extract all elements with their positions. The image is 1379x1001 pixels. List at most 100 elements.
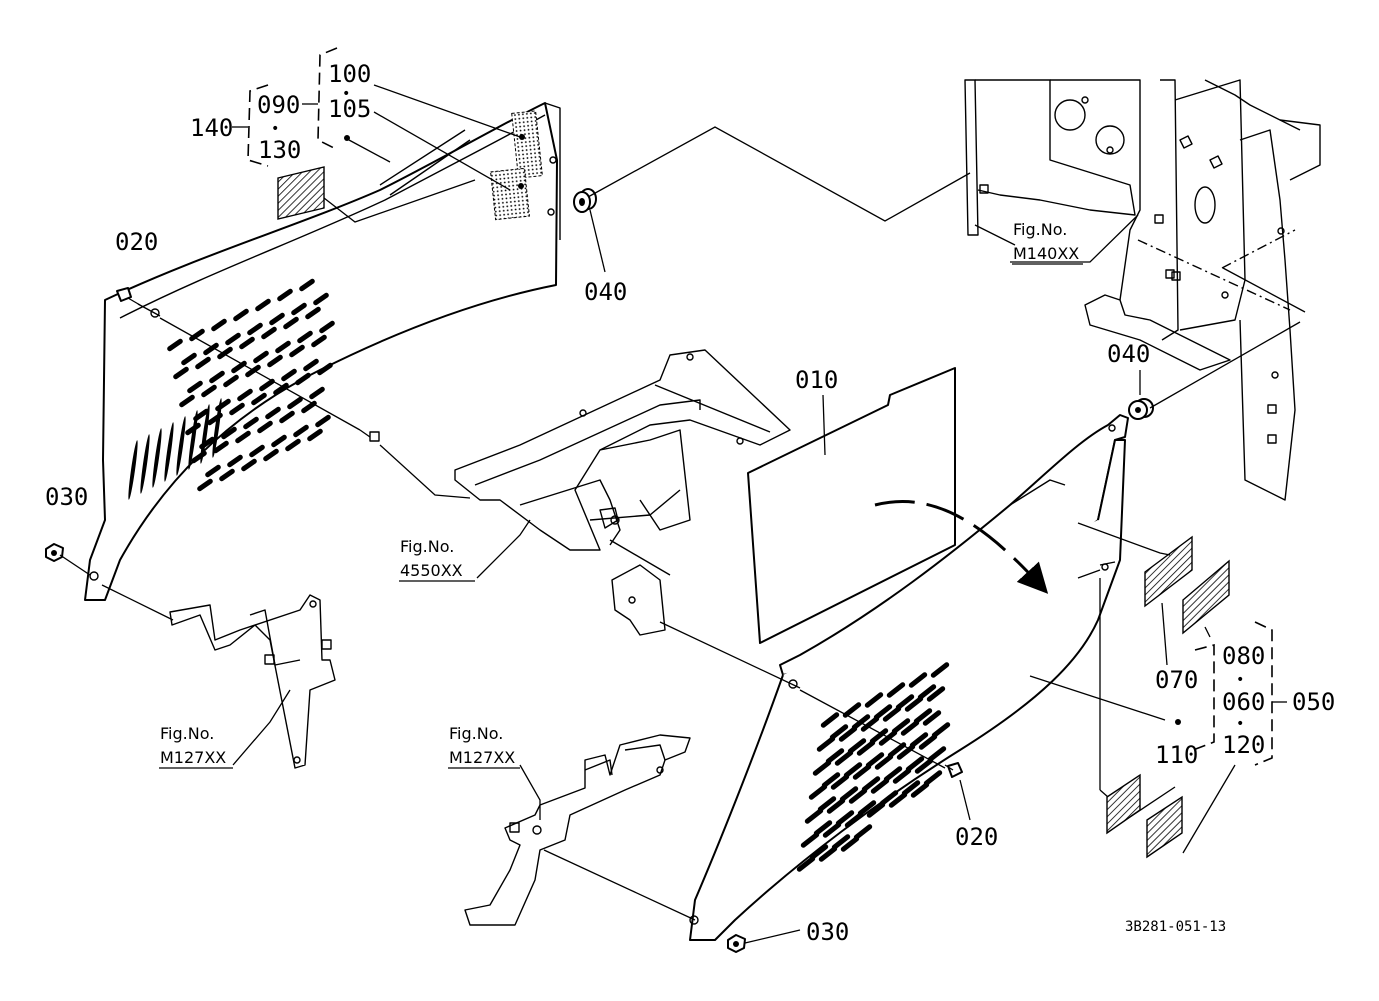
vent-slot [309,386,325,400]
vent-slot [187,380,203,394]
vent-slot [852,764,872,780]
vent-slot [152,428,162,488]
vent-slot [873,704,893,720]
vent-slot [816,736,836,752]
vent-slot [848,788,868,804]
vent-slot [834,750,854,766]
decal-130 [277,166,325,220]
vent-slot [315,414,331,428]
vent-slot [269,312,285,326]
vent-slot [861,776,881,792]
vent-slot [812,760,832,776]
vent-slot [909,732,929,748]
vent-slot [800,832,820,848]
vent-slot [914,758,934,774]
label-040-right: 040 [1107,340,1150,368]
vent-slot [886,682,906,698]
vent-slot [817,796,837,812]
fig-m127-left-code: M127XX [160,748,226,767]
drawing-code: 3B281-051-13 [1125,919,1226,935]
vent-slot [838,726,858,742]
vent-slot [253,350,269,364]
decal-070 [1144,535,1193,608]
fig-m140-code: M140XX [1013,244,1079,263]
vent-slot [181,352,197,366]
vent-slot [259,378,275,392]
nut-030-right [727,934,746,953]
install-direction-arrow [874,500,1049,594]
left-lower-bracket [169,594,336,769]
vent-slot [295,372,311,386]
vent-slot [874,754,894,770]
center-bracket [454,349,791,636]
label-separator: • [1236,716,1244,732]
vent-slot [917,684,937,700]
vent-slot [853,824,873,840]
vent-slot [247,322,263,336]
vent-slot [203,342,219,356]
vent-slot [235,430,251,444]
vent-slot [212,398,222,458]
vent-slot [285,438,301,452]
vent-slot [239,336,255,350]
vent-slot [265,406,281,420]
part-number-labels: 100 • 105 090 • 130 140 020 030 040 040 … [45,60,1335,946]
vent-slot [189,328,205,342]
vent-slot [856,740,876,756]
vent-slot [927,746,947,762]
vent-slot [223,374,239,388]
vent-slot [279,410,295,424]
vent-slot [839,786,859,802]
label-130: 130 [258,136,301,164]
vent-slot [835,810,855,826]
vent-slot [864,692,884,708]
left-panel-vent-slots [128,278,335,500]
vent-slot [901,780,921,796]
vent-slot [217,346,233,360]
vent-slot [167,338,183,352]
vent-slot [225,332,241,346]
vent-slot [307,428,323,442]
vent-slot [831,834,851,850]
vent-slot [870,778,890,794]
label-110: 110 [1155,741,1198,769]
vent-slot [140,434,150,494]
label-separator: • [342,86,350,102]
vent-slot [289,344,305,358]
vent-slot [299,278,315,292]
vent-slot [313,292,329,306]
vent-slot [255,298,271,312]
vent-slot [176,416,186,476]
vent-slot [281,368,297,382]
leader-lines [59,84,1306,944]
vent-slot [275,340,291,354]
vent-slot [904,696,924,712]
vent-slot [930,662,950,678]
vent-slot [829,724,849,740]
vent-slot [923,770,943,786]
vent-slot [869,728,889,744]
label-050: 050 [1292,688,1335,716]
label-020-right: 020 [955,823,998,851]
vent-slot [291,302,307,316]
vent-slot [882,706,902,722]
vent-slot [913,708,933,724]
vent-slot [303,358,319,372]
vent-slot [261,326,277,340]
vent-slot [200,404,210,464]
bolt-020-left [116,287,141,306]
vent-slot [273,382,289,396]
label-090: 090 [257,91,300,119]
vent-slot [857,800,877,816]
fig-4550-title: Fig.No. [400,537,454,556]
vent-slot [910,782,930,798]
vent-slot [319,320,335,334]
vent-slot [883,766,903,782]
vent-slot [128,440,138,500]
vent-slot [311,334,327,348]
vent-slot [219,468,235,482]
vent-slot [847,738,867,754]
vent-slot [826,798,846,814]
vent-slot [229,402,245,416]
nut-030-left [45,543,64,562]
